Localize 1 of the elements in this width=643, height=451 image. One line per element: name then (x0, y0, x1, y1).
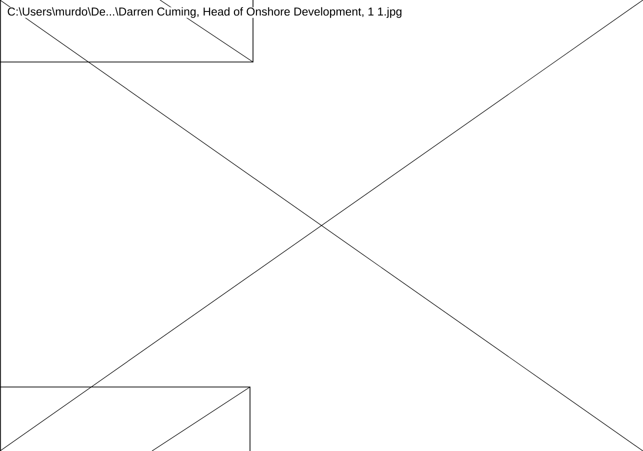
file-path-text: C:\Users\murdo\De...\Darren Cuming, Head of Onshore Development, 1 1.jpg (7, 7, 402, 18)
